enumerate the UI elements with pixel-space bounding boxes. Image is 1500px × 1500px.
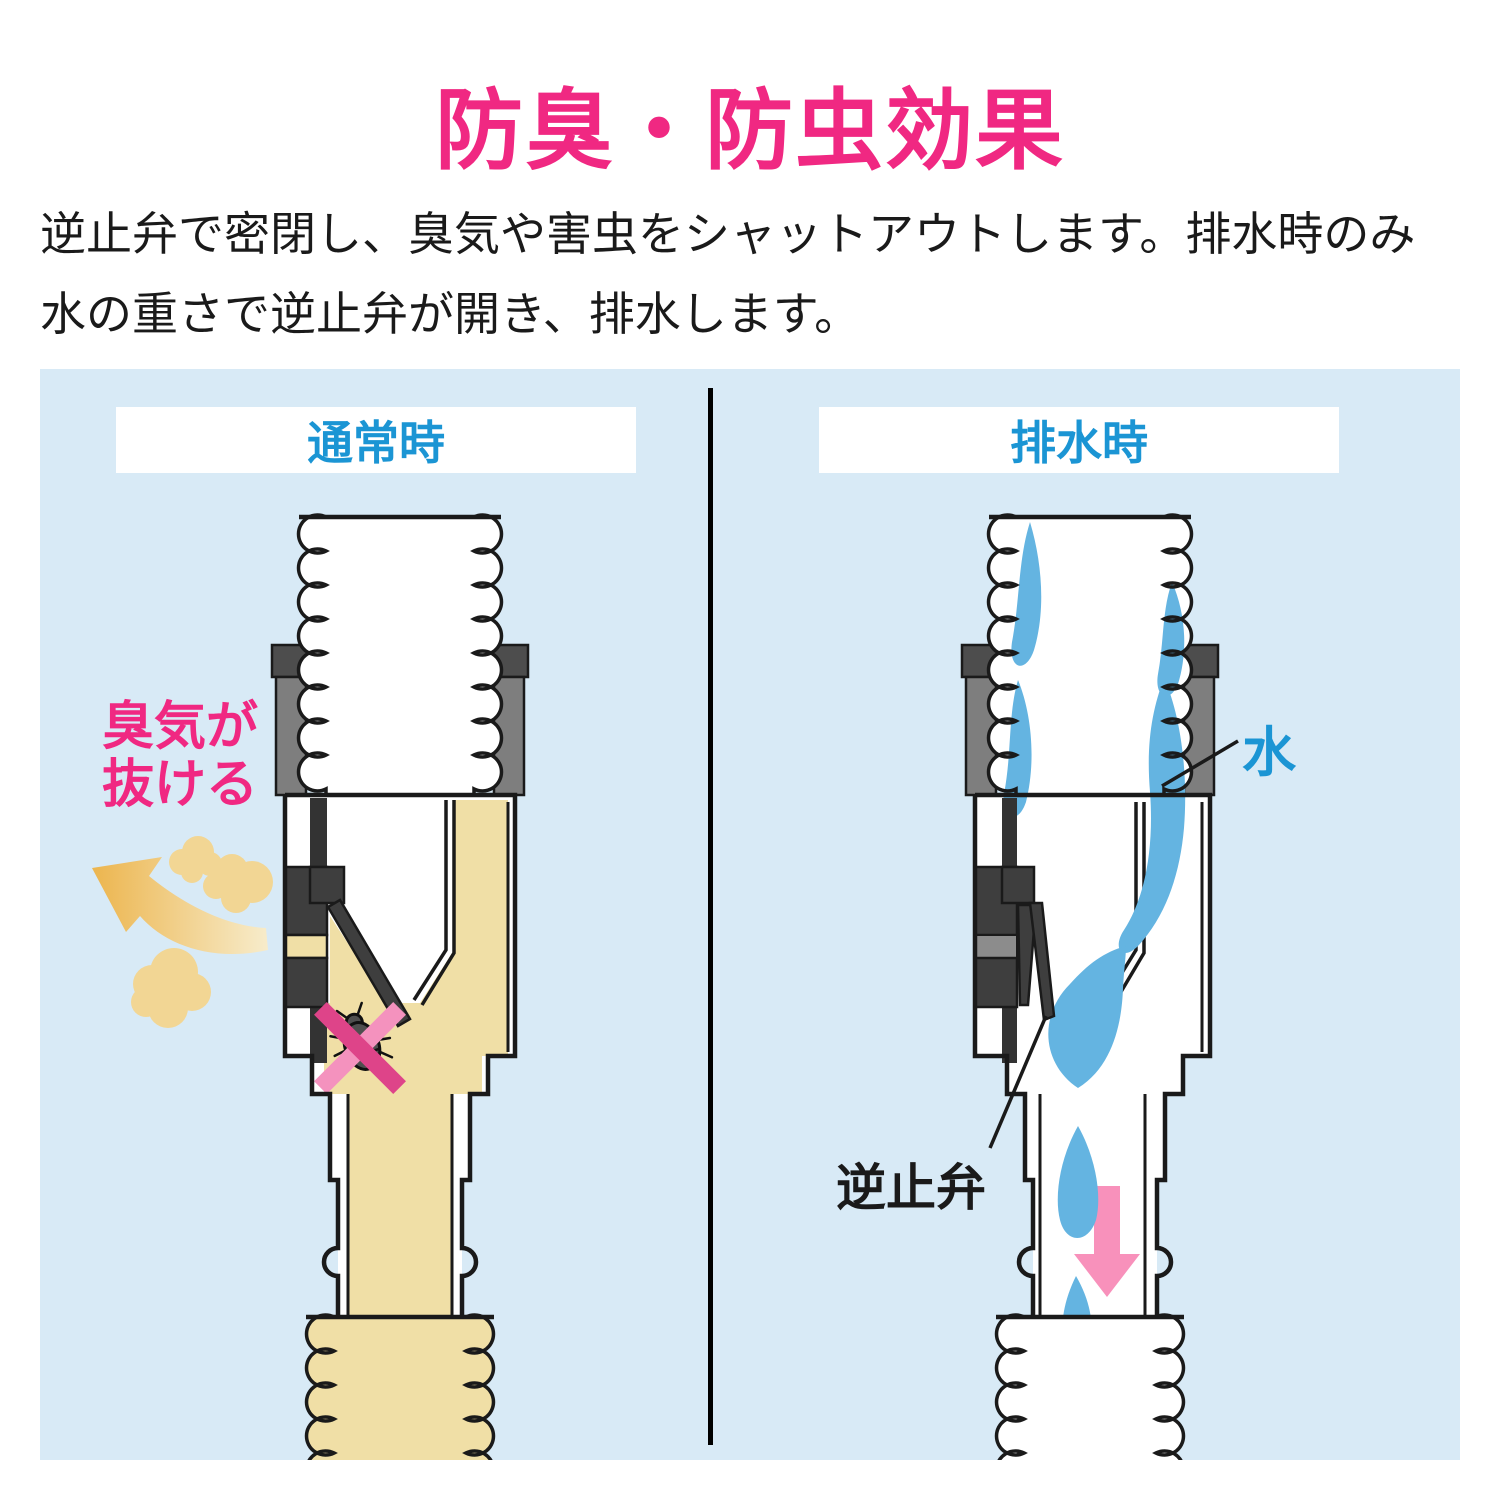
- odor-annotation-line-2: 抜ける: [102, 756, 259, 814]
- description-line-1: 逆止弁で密閉し、臭気や害虫をシャットアウトします。排水時のみ: [40, 208, 1416, 260]
- check-valve-label: 逆止弁: [836, 1160, 986, 1216]
- odor-puffs: [131, 836, 273, 1028]
- water-drop: [1003, 680, 1032, 818]
- corrugated-hose-bottom: [994, 1313, 1186, 1460]
- valve-body-outline: [972, 792, 1213, 1316]
- odor-annotation: 臭気が 抜ける: [102, 698, 258, 814]
- valve-mount: [973, 798, 1036, 1063]
- flow-down-arrow-icon: [1074, 1186, 1140, 1297]
- cross-out-icon: [314, 1002, 406, 1094]
- corrugated-hose-top: [296, 513, 504, 795]
- water-drop: [1048, 946, 1126, 1088]
- left-pipe-diagram: [92, 513, 530, 1460]
- odor-arrow-icon: [92, 857, 268, 955]
- corrugated-hose-top: [986, 513, 1204, 1088]
- water-pointer-line: [1161, 739, 1239, 788]
- valve-pointer-line: [988, 1015, 1048, 1149]
- valve-body-outline: [282, 792, 518, 1316]
- water-stream: [1118, 678, 1186, 954]
- check-valve-flap-open: [1028, 901, 1056, 1022]
- water-drop: [1057, 1126, 1099, 1238]
- state-label-normal: 通常時: [116, 407, 636, 473]
- panel-divider: [708, 388, 713, 1445]
- water-drop: [1157, 582, 1185, 697]
- diagram-panel: [40, 369, 1460, 1460]
- odor-annotation-line-1: 臭気が: [102, 698, 259, 756]
- description-line-2: 水の重さで逆止弁が開き、排水します。: [40, 288, 861, 340]
- inner-partition: [412, 800, 456, 1006]
- right-pipe-diagram: [960, 513, 1239, 1460]
- check-valve-flap-closed: [326, 898, 412, 1028]
- water-drop: [1011, 522, 1042, 666]
- page-title: 防臭・防虫効果: [434, 81, 1065, 180]
- corrugated-hose-bottom: [304, 1313, 496, 1460]
- pipe-illustration: [92, 513, 1239, 1460]
- water-label: 水: [1242, 723, 1296, 783]
- state-label-draining: 排水時: [819, 407, 1339, 473]
- water-flow: [1003, 522, 1186, 1088]
